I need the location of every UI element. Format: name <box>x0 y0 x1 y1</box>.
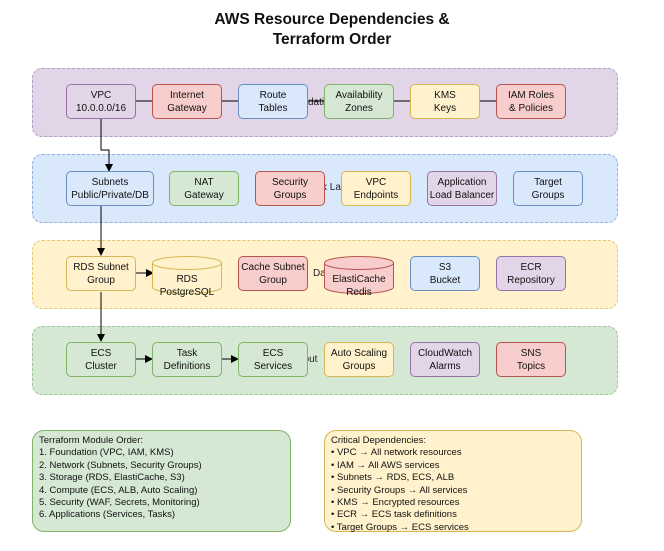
target-groups-node: Target Groups <box>513 171 583 206</box>
vpc-node: VPC 10.0.0.0/16 <box>66 84 136 119</box>
diagram-title-line1: AWS Resource Dependencies & <box>214 11 450 28</box>
internet-gateway-node: Internet Gateway <box>152 84 222 119</box>
module-order-item: 1. Foundation (VPC, IAM, KMS) <box>39 447 174 459</box>
data-layer-label: Da <box>313 268 326 279</box>
nat-gateway-node: NAT Gateway <box>169 171 239 206</box>
network-layer-label: k La <box>322 182 341 193</box>
cloudwatch-alarms-node: CloudWatch Alarms <box>410 342 480 377</box>
auto-scaling-groups-node: Auto Scaling Groups <box>324 342 394 377</box>
module-order-item: 4. Compute (ECS, ALB, Auto Scaling) <box>39 484 198 496</box>
module-order-heading: Terraform Module Order: <box>39 435 144 446</box>
module-order-item: 6. Applications (Services, Tasks) <box>39 509 176 521</box>
task-definitions-node: Task Definitions <box>152 342 222 377</box>
critical-item: • VPC → All network resources <box>331 447 462 459</box>
cache-subnet-group-node: Cache Subnet Group <box>238 256 308 291</box>
alb-node: Application Load Balancer <box>427 171 497 206</box>
critical-item: • Subnets → RDS, ECS, ALB <box>331 472 455 484</box>
subnets-node: Subnets Public/Private/DB <box>66 171 154 206</box>
sns-topics-node: SNS Topics <box>496 342 566 377</box>
critical-heading: Critical Dependencies: <box>331 435 427 446</box>
elasticache-label: ElastiCache Redis <box>332 274 386 298</box>
ecs-cluster-node: ECS Cluster <box>66 342 136 377</box>
ecs-services-node: ECS Services <box>238 342 308 377</box>
kms-keys-node: KMS Keys <box>410 84 480 119</box>
critical-item: • IAM → All AWS services <box>331 459 440 471</box>
foundation-layer-label: dati <box>308 97 325 108</box>
iam-roles-node: IAM Roles & Policies <box>496 84 566 119</box>
critical-item: • KMS → Encrypted resources <box>331 497 460 509</box>
rds-label: RDS PostgreSQL <box>159 274 215 298</box>
critical-dependencies-box: Critical Dependencies: • VPC → All netwo… <box>324 430 582 533</box>
route-tables-node: Route Tables <box>238 84 308 119</box>
module-order-item: 2. Network (Subnets, Security Groups) <box>39 459 202 471</box>
module-order-box: Terraform Module Order: 1. Foundation (V… <box>32 430 291 532</box>
module-order-item: 5. Security (WAF, Secrets, Monitoring) <box>39 497 200 509</box>
rds-postgresql-node: RDS PostgreSQL <box>152 256 222 298</box>
s3-bucket-node: S3 Bucket <box>410 256 480 291</box>
diagram-title-line2: Terraform Order <box>272 31 392 48</box>
elasticache-redis-node: ElastiCache Redis <box>324 256 394 298</box>
critical-item: • Security Groups → All services <box>331 484 468 496</box>
security-groups-node: Security Groups <box>255 171 325 206</box>
module-order-item: 3. Storage (RDS, ElastiCache, S3) <box>39 472 185 484</box>
vpc-endpoints-node: VPC Endpoints <box>341 171 411 206</box>
critical-item: • ECR → ECS task definitions <box>331 509 457 521</box>
availability-zones-node: Availability Zones <box>324 84 394 119</box>
critical-item: • Target Groups → ECS services <box>331 521 469 533</box>
rds-cylinder-icon <box>152 256 222 294</box>
ecr-repository-node: ECR Repository <box>496 256 566 291</box>
elasticache-cylinder-icon <box>324 256 394 294</box>
rds-subnet-group-node: RDS Subnet Group <box>66 256 136 291</box>
